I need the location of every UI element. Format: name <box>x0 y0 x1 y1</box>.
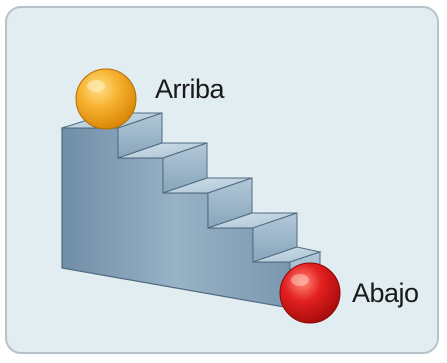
orange-ball-icon <box>75 68 137 130</box>
red-ball-icon <box>279 262 341 324</box>
bottom-label: Abajo <box>352 278 419 308</box>
top-label: Arriba <box>155 74 225 104</box>
